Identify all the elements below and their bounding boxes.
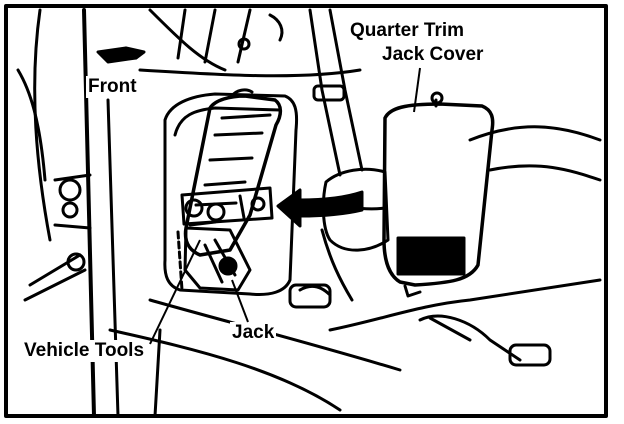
diagram-frame <box>4 4 608 418</box>
jack-label: Jack <box>230 322 277 344</box>
front-arrow <box>96 46 146 64</box>
jack-cover-panel <box>382 91 495 298</box>
door-hinge <box>23 173 92 302</box>
install-arrow <box>276 188 364 228</box>
jack-cover-label: Jack Cover <box>380 44 486 66</box>
floor-hook <box>288 283 332 309</box>
vehicle-tools-label: Vehicle Tools <box>22 340 147 362</box>
seat-belt <box>308 8 364 177</box>
vehicle-tools-bag <box>183 88 283 257</box>
retaining-strap <box>180 186 274 226</box>
quarter-trim-label: Quarter Trim <box>348 20 467 42</box>
hand <box>320 167 390 302</box>
front-label: Front <box>86 76 139 98</box>
